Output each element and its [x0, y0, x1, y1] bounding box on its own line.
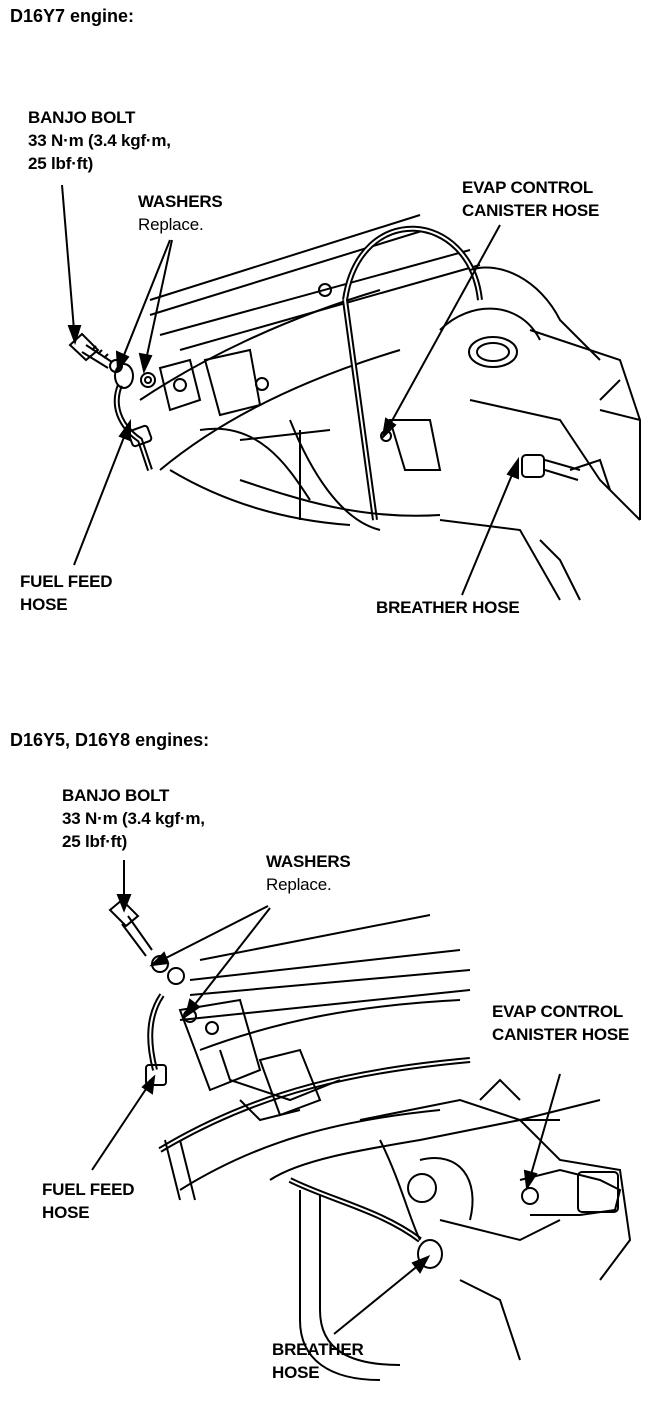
diagram-d16y5-d16y8: D16Y5, D16Y8 engines: [0, 720, 672, 1412]
leader-arrows [92, 860, 560, 1334]
evap-control-canister-hose-label: EVAP CONTROL CANISTER HOSE [462, 178, 600, 220]
breather-hose-label: BREATHER HOSE [272, 1340, 364, 1382]
banjo-bolt-label: BANJO BOLT 33 N·m (3.4 kgf·m, 25 lbf·ft) [28, 108, 171, 173]
fuel-feed-hose-label: FUEL FEED HOSE [42, 1180, 135, 1222]
washers-label: WASHERS Replace. [266, 852, 351, 894]
leader-arrows [62, 185, 518, 595]
diagram-d16y7: D16Y7 engine: [0, 0, 672, 700]
panel-title: D16Y7 engine: [10, 6, 135, 26]
panel-title: D16Y5, D16Y8 engines: [10, 730, 210, 750]
breather-hose-label: BREATHER HOSE [376, 598, 520, 617]
washers-label: WASHERS Replace. [138, 192, 223, 234]
engine-illustration-d16y7 [0, 0, 672, 700]
engine-illustration-d16y5-d16y8 [0, 720, 672, 1412]
fuel-feed-hose-label: FUEL FEED HOSE [20, 572, 113, 614]
banjo-bolt-label: BANJO BOLT 33 N·m (3.4 kgf·m, 25 lbf·ft) [62, 786, 205, 851]
evap-control-canister-hose-label: EVAP CONTROL CANISTER HOSE [492, 1002, 630, 1044]
